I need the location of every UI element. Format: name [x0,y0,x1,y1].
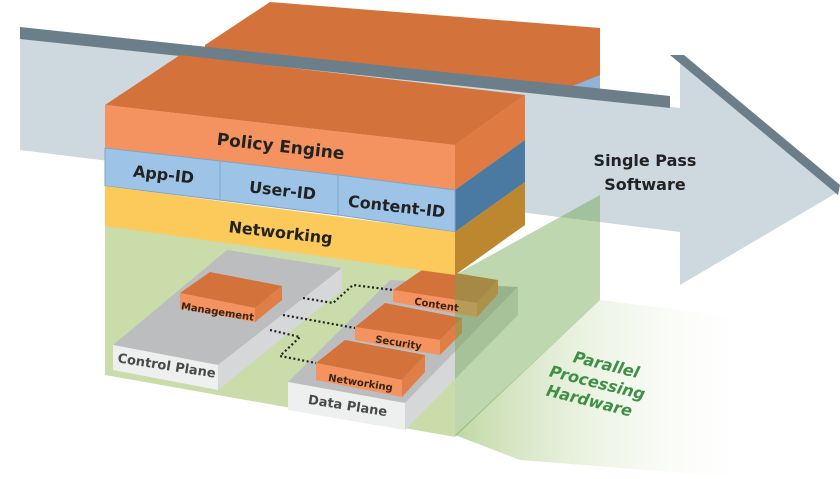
connector-lines [269,283,394,365]
arrow-label-line2: Software [604,175,686,194]
hardware-side-panel [455,195,600,437]
identification-layer [104,140,525,233]
connector-networking [269,328,317,365]
hardware-floor-shadow [455,300,760,479]
arrow-label-line1: Single Pass [594,151,697,170]
policy-engine-layer [105,55,525,190]
networking-layer [105,182,525,275]
connector-security [282,313,356,330]
connector-content [302,283,394,305]
security-chip [355,303,462,355]
content-chip [393,268,498,317]
management-chip [180,272,282,322]
networking-chip [316,340,425,397]
